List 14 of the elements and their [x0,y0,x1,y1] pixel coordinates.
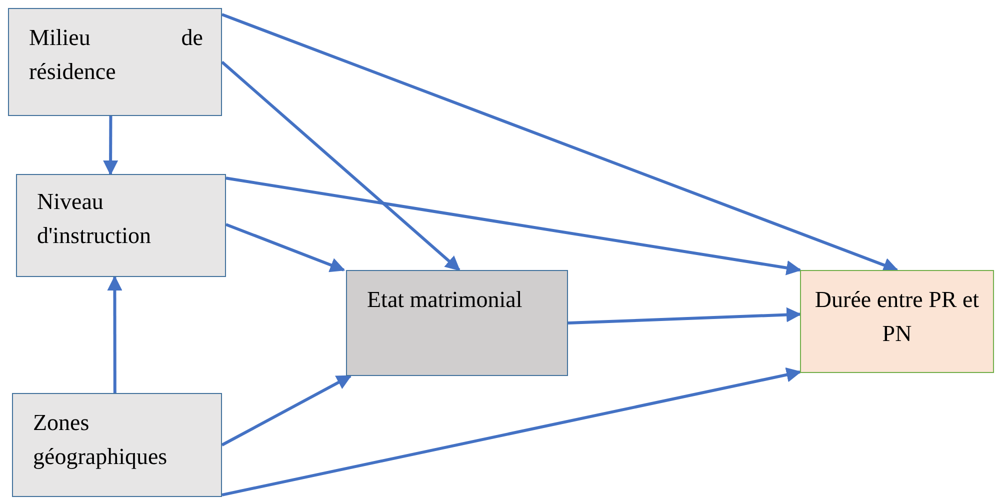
text-box: Milieu de résidence [8,8,222,116]
arrow [221,60,460,272]
arrow [221,13,898,272]
arrow [107,276,122,393]
text-box: Zones géographiques [12,393,222,497]
text-box: Etat matrimonial [346,270,568,376]
arrow [225,223,346,272]
arrow [568,307,802,324]
arrow [103,116,118,176]
arrow [222,367,802,496]
arrow [226,176,802,276]
arrow [221,374,352,446]
text-box: Niveau d'instruction [16,174,226,277]
text-box: Durée entre PR et PN [800,270,994,373]
